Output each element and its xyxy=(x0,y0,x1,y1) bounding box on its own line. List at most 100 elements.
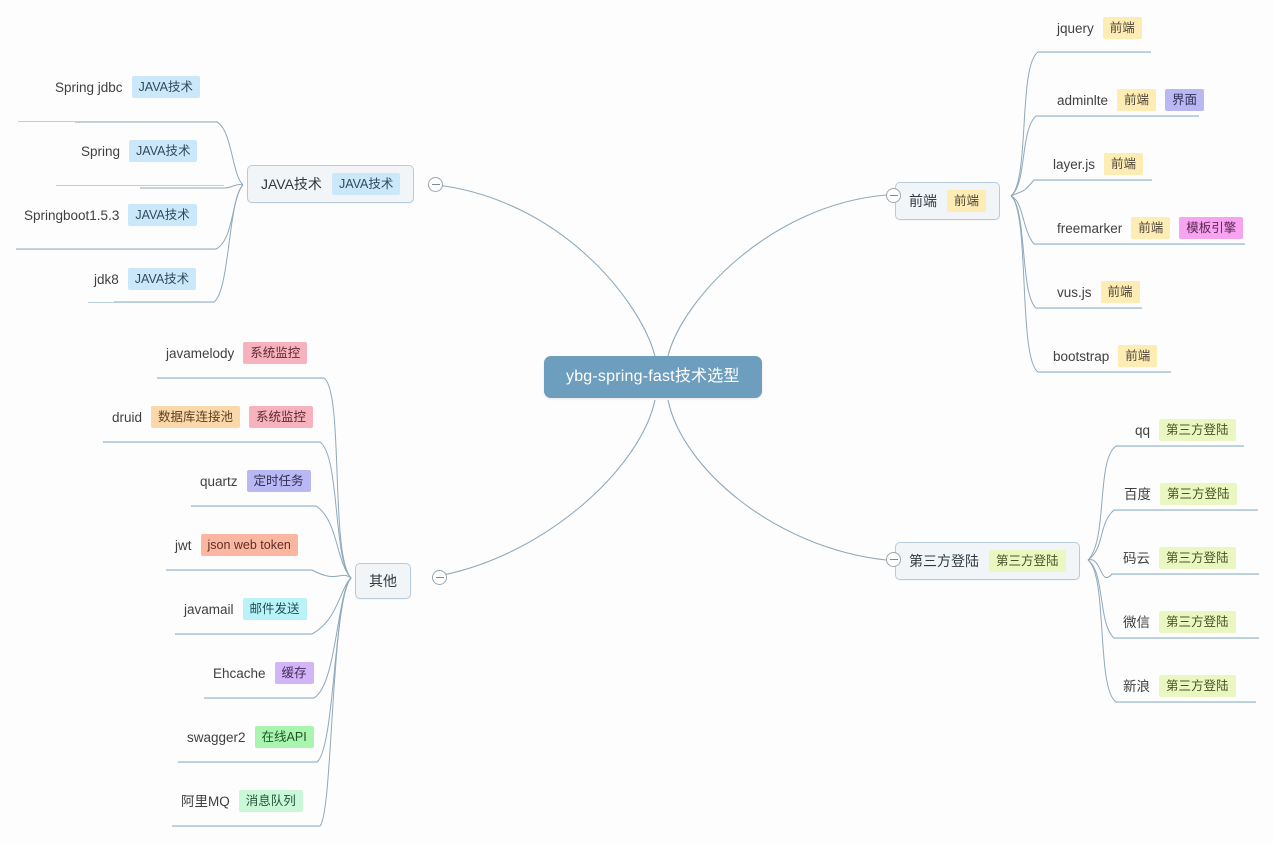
leaf-rule-java-3 xyxy=(88,302,214,303)
collapse-toggle-java[interactable] xyxy=(428,177,443,192)
leaf-java-0[interactable]: Spring jdbc JAVA技术 xyxy=(55,76,200,103)
leaf-label: 阿里MQ xyxy=(181,793,230,809)
leaf-rule-other-4 xyxy=(175,634,312,635)
leaf-label: jquery xyxy=(1057,20,1094,36)
leaf-label: freemarker xyxy=(1057,220,1123,236)
leaf-label: 微信 xyxy=(1123,614,1150,630)
leaf-tag: 定时任务 xyxy=(246,470,311,492)
link-root-java xyxy=(436,184,656,357)
branch-node-other[interactable]: 其他 xyxy=(355,563,411,599)
leaf-label: bootstrap xyxy=(1053,348,1110,364)
leaf-rule-thirdparty-4 xyxy=(1116,702,1256,703)
leaf-frontend-3[interactable]: freemarker 前端 模板引擎 xyxy=(1057,217,1244,244)
leaf-tag: 前端 xyxy=(1104,153,1144,175)
leaf-label: 新浪 xyxy=(1123,678,1150,694)
leaf-tag-secondary: 模板引擎 xyxy=(1179,217,1244,239)
link-root-other xyxy=(431,399,656,578)
leaf-label: Spring xyxy=(81,143,121,159)
link-other-3 xyxy=(166,569,352,579)
leaf-tag: 第三方登陆 xyxy=(1159,419,1236,441)
branch-node-frontend[interactable]: 前端 前端 xyxy=(895,182,1001,220)
leaf-label: 百度 xyxy=(1124,486,1151,502)
leaf-other-5[interactable]: Ehcache 缓存 xyxy=(213,662,314,689)
branch-tag-frontend: 前端 xyxy=(947,190,987,212)
leaf-rule-other-6 xyxy=(178,762,317,763)
leaf-rule-other-1 xyxy=(103,442,320,443)
leaf-tag: 前端 xyxy=(1117,89,1157,111)
leaf-rule-other-3 xyxy=(166,570,312,571)
leaf-frontend-4[interactable]: vus.js 前端 xyxy=(1057,281,1140,308)
leaf-thirdparty-4[interactable]: 新浪 第三方登陆 xyxy=(1123,675,1236,702)
leaf-tag: JAVA技术 xyxy=(127,268,197,290)
leaf-tag: 前端 xyxy=(1131,217,1171,239)
leaf-tag: 第三方登陆 xyxy=(1159,611,1236,633)
leaf-label: javamelody xyxy=(166,345,235,361)
leaf-thirdparty-1[interactable]: 百度 第三方登陆 xyxy=(1124,483,1237,510)
branch-node-thirdparty[interactable]: 第三方登陆 第三方登陆 xyxy=(895,542,1080,580)
branch-label-frontend: 前端 xyxy=(909,193,937,209)
leaf-java-3[interactable]: jdk8 JAVA技术 xyxy=(94,268,197,295)
leaf-frontend-1[interactable]: adminlte 前端 界面 xyxy=(1057,89,1205,116)
leaf-other-4[interactable]: javamail 邮件发送 xyxy=(184,598,307,625)
leaf-rule-thirdparty-1 xyxy=(1114,510,1258,511)
leaf-thirdparty-3[interactable]: 微信 第三方登陆 xyxy=(1123,611,1236,638)
branch-tag-java: JAVA技术 xyxy=(331,173,401,195)
branch-label-thirdparty: 第三方登陆 xyxy=(909,553,979,569)
leaf-rule-java-1 xyxy=(56,185,224,186)
leaf-other-1[interactable]: druid 数据库连接池 系统监控 xyxy=(112,406,314,433)
root-node[interactable]: ybg-spring-fast技术选型 xyxy=(544,356,762,398)
leaf-rule-other-2 xyxy=(191,506,316,507)
leaf-other-7[interactable]: 阿里MQ 消息队列 xyxy=(181,790,303,817)
leaf-label: druid xyxy=(112,409,143,425)
collapse-toggle-thirdparty[interactable] xyxy=(886,552,901,567)
leaf-label: quartz xyxy=(200,473,238,489)
leaf-rule-frontend-0 xyxy=(1038,52,1151,53)
leaf-tag: json web token xyxy=(200,534,298,556)
leaf-frontend-0[interactable]: jquery 前端 xyxy=(1057,17,1142,44)
leaf-rule-thirdparty-0 xyxy=(1116,446,1244,447)
leaf-rule-thirdparty-3 xyxy=(1114,638,1259,639)
collapse-toggle-frontend[interactable] xyxy=(886,188,901,203)
leaf-rule-other-7 xyxy=(172,826,320,827)
collapse-toggle-other[interactable] xyxy=(432,570,447,585)
leaf-rule-other-0 xyxy=(157,378,324,379)
leaf-other-3[interactable]: jwt json web token xyxy=(175,534,298,561)
leaf-tag: JAVA技术 xyxy=(131,76,200,98)
leaf-label: Ehcache xyxy=(213,665,266,681)
leaf-tag: 前端 xyxy=(1102,17,1142,39)
leaf-tag: JAVA技术 xyxy=(128,204,197,226)
leaf-rule-frontend-4 xyxy=(1036,308,1142,309)
leaf-other-0[interactable]: javamelody 系统监控 xyxy=(166,342,308,369)
leaf-tag: 邮件发送 xyxy=(242,598,307,620)
leaf-java-1[interactable]: Spring JAVA技术 xyxy=(81,140,198,167)
leaf-other-2[interactable]: quartz 定时任务 xyxy=(200,470,311,497)
branch-label-java: JAVA技术 xyxy=(261,176,322,192)
leaf-thirdparty-0[interactable]: qq 第三方登陆 xyxy=(1135,419,1236,446)
link-root-thirdparty xyxy=(667,399,887,561)
link-root-frontend xyxy=(667,194,887,357)
leaf-tag: 第三方登陆 xyxy=(1159,547,1236,569)
leaf-tag: 在线API xyxy=(254,726,314,748)
leaf-label: jwt xyxy=(175,537,192,553)
leaf-tag: 消息队列 xyxy=(238,790,303,812)
leaf-frontend-2[interactable]: layer.js 前端 xyxy=(1053,153,1144,180)
leaf-tag: 缓存 xyxy=(274,662,314,684)
leaf-tag: 第三方登陆 xyxy=(1160,483,1237,505)
leaf-label: Spring jdbc xyxy=(55,79,123,95)
leaf-tag: 系统监控 xyxy=(243,342,308,364)
leaf-label: javamail xyxy=(184,601,234,617)
leaf-label: Springboot1.5.3 xyxy=(24,207,120,223)
leaf-other-6[interactable]: swagger2 在线API xyxy=(187,726,314,753)
leaf-rule-frontend-1 xyxy=(1036,116,1199,117)
leaf-label: qq xyxy=(1135,422,1151,438)
leaf-label: layer.js xyxy=(1053,156,1096,172)
link-frontend-2 xyxy=(1010,179,1152,197)
leaf-thirdparty-2[interactable]: 码云 第三方登陆 xyxy=(1123,547,1236,574)
leaf-frontend-5[interactable]: bootstrap 前端 xyxy=(1053,345,1158,372)
branch-node-java[interactable]: JAVA技术 JAVA技术 xyxy=(247,165,415,203)
leaf-tag: 数据库连接池 xyxy=(151,406,241,428)
leaf-java-2[interactable]: Springboot1.5.3 JAVA技术 xyxy=(24,204,197,231)
leaf-label: adminlte xyxy=(1057,92,1109,108)
leaf-rule-thirdparty-2 xyxy=(1112,574,1259,575)
